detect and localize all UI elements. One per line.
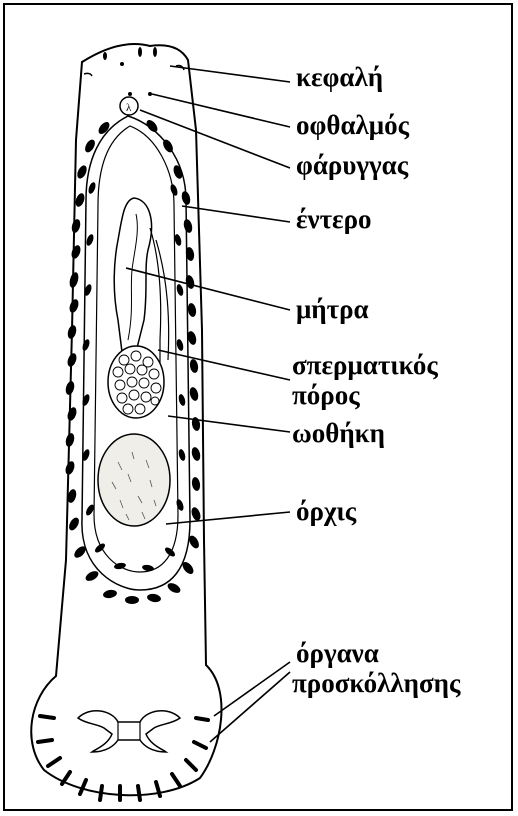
svg-text:λ: λ <box>126 102 132 114</box>
label-sperm-duct-line1: σπερματικός <box>292 352 438 379</box>
label-testis: όρχις <box>296 498 356 525</box>
attachment-organ <box>78 711 180 752</box>
label-attachment-organs-line2: προσκόλλησης <box>292 670 460 697</box>
label-uterus: μήτρα <box>296 296 369 323</box>
label-pharynx: φάρυγγας <box>296 152 408 179</box>
testis <box>98 434 170 526</box>
label-ovary: ωοθήκη <box>292 420 385 447</box>
uterus <box>114 198 151 352</box>
label-head: κεφαλή <box>296 64 383 91</box>
label-attachment-organs-line1: όργανα <box>296 640 379 667</box>
pharynx: λ <box>120 97 138 115</box>
label-gut: έντερο <box>296 206 372 233</box>
label-eye: οφθαλμός <box>296 112 409 139</box>
label-sperm-duct-line2: πόρος <box>292 382 360 409</box>
head-markings <box>84 47 184 96</box>
